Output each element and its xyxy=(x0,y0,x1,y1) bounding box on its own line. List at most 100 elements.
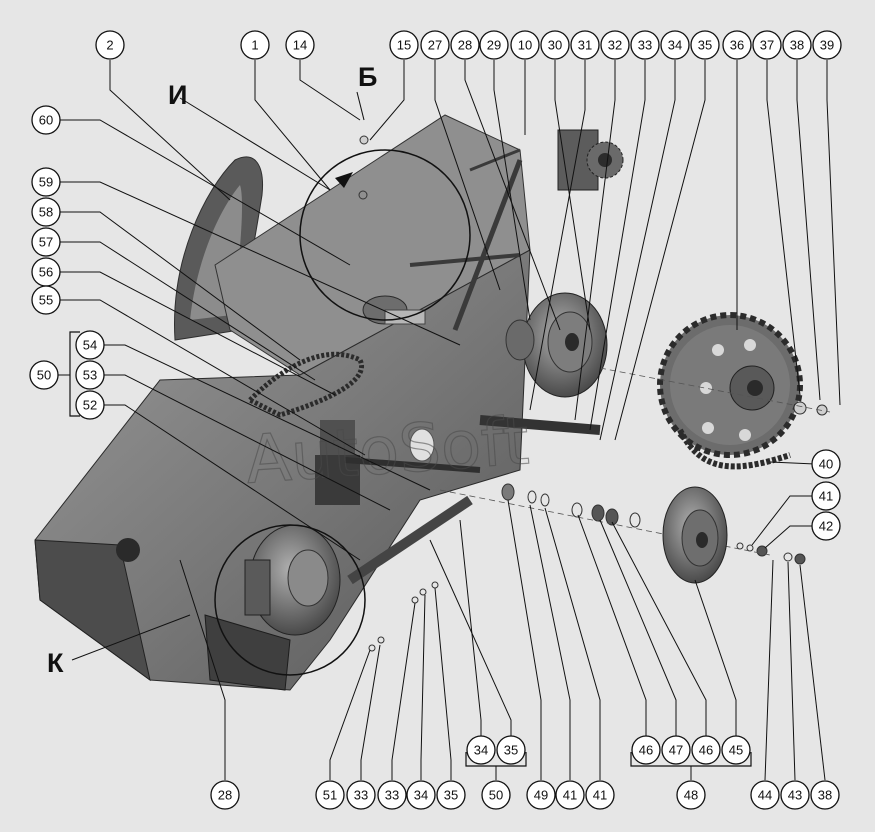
view-circle-i xyxy=(299,149,471,321)
callout-left-3: 57 xyxy=(31,227,61,257)
callout-top-10: 32 xyxy=(600,30,630,60)
callout-top-6: 29 xyxy=(479,30,509,60)
callout-left-1: 59 xyxy=(31,167,61,197)
callout-bottom-1: 51 xyxy=(315,780,345,810)
callout-group2-item-1: 47 xyxy=(661,735,691,765)
bracket-group-50-left xyxy=(58,331,80,417)
view-letter-b: Б xyxy=(358,62,377,92)
svg-text:27: 27 xyxy=(428,38,442,53)
svg-text:48: 48 xyxy=(684,788,698,803)
svg-text:28: 28 xyxy=(218,788,232,803)
svg-text:46: 46 xyxy=(639,743,653,758)
svg-text:29: 29 xyxy=(487,38,501,53)
view-arrow xyxy=(335,172,353,188)
svg-text:34: 34 xyxy=(474,743,488,758)
sprocket-block xyxy=(557,129,624,191)
svg-text:35: 35 xyxy=(504,743,518,758)
large-sprocket xyxy=(657,312,803,458)
callout-top-14: 36 xyxy=(722,30,752,60)
svg-text:33: 33 xyxy=(385,788,399,803)
callout-bottom-8: 41 xyxy=(585,780,615,810)
callout-left-6: 54 xyxy=(75,330,105,360)
angle-rod xyxy=(409,253,521,267)
callout-group2-item-2: 46 xyxy=(691,735,721,765)
callout-left-8: 52 xyxy=(75,390,105,420)
bracket-group-50-bottom xyxy=(465,752,527,780)
callout-bottom-10: 43 xyxy=(780,780,810,810)
svg-text:28: 28 xyxy=(458,38,472,53)
callout-bottom-6: 49 xyxy=(526,780,556,810)
svg-text:14: 14 xyxy=(293,38,307,53)
svg-text:15: 15 xyxy=(397,38,411,53)
leader-lines xyxy=(60,60,841,781)
callout-bottom-4: 34 xyxy=(406,780,436,810)
callout-top-16: 38 xyxy=(782,30,812,60)
callout-group2-label: 48 xyxy=(676,780,706,810)
callout-top-11: 33 xyxy=(630,30,660,60)
tension-plate-upper xyxy=(320,420,355,455)
callout-labels: 2 1 14 15 27 28 29 10 30 31 32 33 34 35 … xyxy=(29,30,842,810)
svg-text:53: 53 xyxy=(83,368,97,383)
svg-text:50: 50 xyxy=(37,368,51,383)
callout-top-9: 31 xyxy=(570,30,600,60)
callout-bottom-7: 41 xyxy=(555,780,585,810)
svg-text:31: 31 xyxy=(578,38,592,53)
svg-text:32: 32 xyxy=(608,38,622,53)
svg-text:49: 49 xyxy=(534,788,548,803)
callout-bottom-9: 44 xyxy=(750,780,780,810)
callout-left-0: 60 xyxy=(31,105,61,135)
callout-top-12: 34 xyxy=(660,30,690,60)
svg-text:2: 2 xyxy=(106,38,113,53)
callout-left-4: 56 xyxy=(31,257,61,287)
svg-text:50: 50 xyxy=(489,788,503,803)
svg-text:33: 33 xyxy=(638,38,652,53)
svg-text:56: 56 xyxy=(39,265,53,280)
svg-text:38: 38 xyxy=(790,38,804,53)
svg-text:42: 42 xyxy=(819,519,833,534)
callout-bottom-2: 33 xyxy=(346,780,376,810)
callout-left-5: 55 xyxy=(31,285,61,315)
svg-text:41: 41 xyxy=(593,788,607,803)
callout-top-7: 10 xyxy=(510,30,540,60)
callout-left-2: 58 xyxy=(31,197,61,227)
svg-text:44: 44 xyxy=(758,788,772,803)
callout-top-15: 37 xyxy=(752,30,782,60)
callout-group1-item-1: 35 xyxy=(496,735,526,765)
svg-text:1: 1 xyxy=(251,38,258,53)
callout-group1-item-0: 34 xyxy=(466,735,496,765)
svg-text:54: 54 xyxy=(83,338,97,353)
inner-chain xyxy=(245,351,364,418)
svg-text:35: 35 xyxy=(444,788,458,803)
svg-text:40: 40 xyxy=(819,457,833,472)
housing-port xyxy=(409,428,435,462)
callout-top-8: 30 xyxy=(540,30,570,60)
callout-top-5: 28 xyxy=(450,30,480,60)
callout-top-3: 15 xyxy=(389,30,419,60)
callout-bottom-0: 28 xyxy=(210,780,240,810)
svg-text:30: 30 xyxy=(548,38,562,53)
callout-group2-item-3: 45 xyxy=(721,735,751,765)
exploded-fasteners xyxy=(358,135,828,652)
svg-text:57: 57 xyxy=(39,235,53,250)
svg-text:38: 38 xyxy=(818,788,832,803)
callout-group2-item-0: 46 xyxy=(631,735,661,765)
svg-text:33: 33 xyxy=(354,788,368,803)
svg-text:35: 35 xyxy=(698,38,712,53)
callout-top-17: 39 xyxy=(812,30,842,60)
callout-group1-label: 50 xyxy=(481,780,511,810)
callout-right-0: 40 xyxy=(811,449,841,479)
svg-text:46: 46 xyxy=(699,743,713,758)
callout-left-7: 53 xyxy=(75,360,105,390)
callout-right-2: 42 xyxy=(811,511,841,541)
lower-bracket xyxy=(204,614,291,691)
svg-text:37: 37 xyxy=(760,38,774,53)
svg-text:41: 41 xyxy=(563,788,577,803)
view-letter-k: К xyxy=(47,648,64,678)
view-letter-i: И xyxy=(168,80,187,110)
svg-text:36: 36 xyxy=(730,38,744,53)
housing-lower-plate xyxy=(34,539,151,682)
svg-text:52: 52 xyxy=(83,398,97,413)
arm-bar xyxy=(479,415,601,435)
callout-bottom-11: 38 xyxy=(810,780,840,810)
